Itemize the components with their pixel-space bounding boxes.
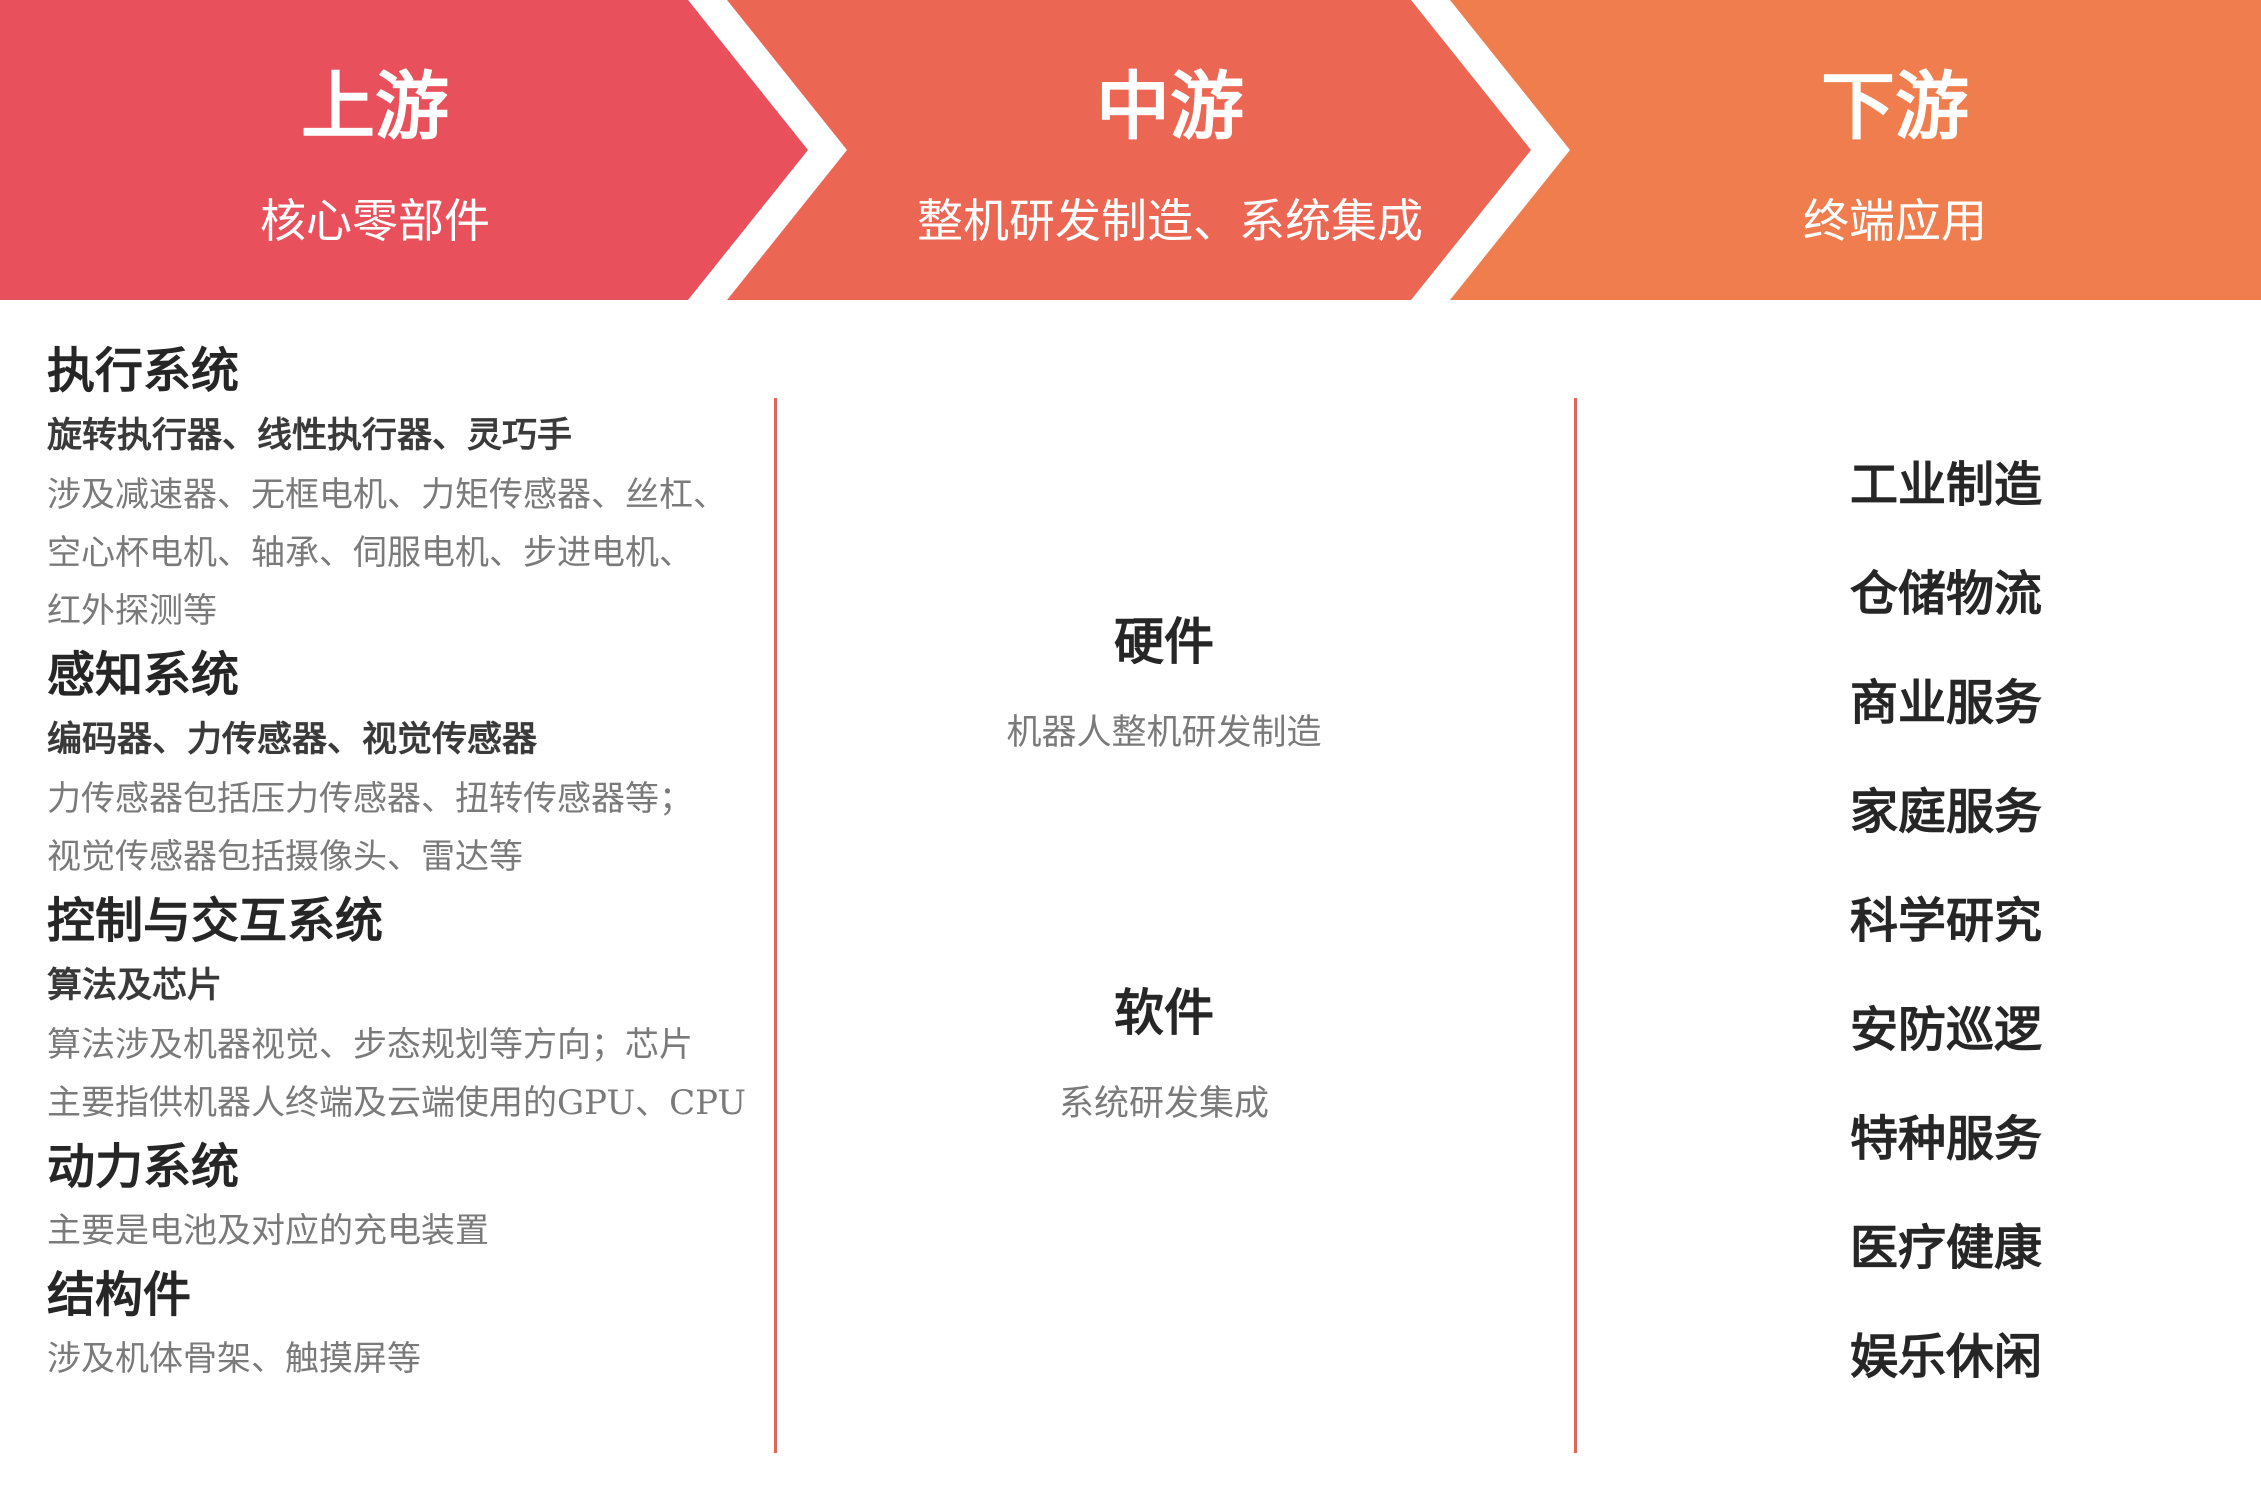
divider-right (1574, 398, 1577, 1453)
section-title: 执行系统 (47, 343, 240, 399)
software-title: 软件 (1114, 983, 1214, 1042)
midstream-software: 软件 系统研发集成 (780, 978, 1548, 1134)
desc-line: 涉及减速器、无框电机、力矩传感器、丝杠、 (47, 475, 727, 515)
midstream-hardware: 硬件 机器人整机研发制造 (780, 607, 1548, 763)
section-title: 控制与交互系统 (47, 893, 384, 949)
downstream-subtitle: 终端应用 (1803, 194, 1987, 248)
section-title: 动力系统 (47, 1139, 240, 1195)
software-description: 系统研发集成 (1058, 1084, 1269, 1124)
section-description: 算法涉及机器视觉、步态规划等方向；芯片 主要指供机器人终端及云端使用的GPU、C… (47, 1016, 777, 1132)
desc-line: 主要指供机器人终端及云端使用的GPU、CPU (47, 1083, 747, 1123)
divider-left (774, 398, 777, 1453)
desc-line: 主要是电池及对应的充电装置 (47, 1211, 489, 1251)
application-item: 商业服务 (1850, 675, 2043, 731)
application-item: 科学研究 (1850, 893, 2043, 949)
section-subtitle: 旋转执行器、线性执行器、灵巧手 (47, 415, 573, 456)
application-item: 医疗健康 (1850, 1220, 2043, 1276)
desc-line: 力传感器包括压力传感器、扭转传感器等； (47, 779, 693, 819)
section-control: 控制与交互系统 算法及芯片 算法涉及机器视觉、步态规划等方向；芯片 主要指供机器… (47, 886, 777, 1132)
section-description: 主要是电池及对应的充电装置 (47, 1202, 777, 1260)
downstream-chevron (1450, 0, 2261, 300)
section-perception: 感知系统 编码器、力传感器、视觉传感器 力传感器包括压力传感器、扭转传感器等； … (47, 640, 777, 886)
application-item: 工业制造 (1850, 457, 2043, 513)
desc-line: 算法涉及机器视觉、步态规划等方向；芯片 (47, 1025, 693, 1065)
upstream-column: 执行系统 旋转执行器、线性执行器、灵巧手 涉及减速器、无框电机、力矩传感器、丝杠… (47, 336, 777, 1388)
section-subtitle: 算法及芯片 (47, 965, 223, 1006)
downstream-column: 工业制造 仓储物流 商业服务 家庭服务 科学研究 安防巡逻 特种服务 医疗健康 … (1850, 449, 2150, 1430)
desc-line: 红外探测等 (47, 591, 217, 631)
application-item: 娱乐休闲 (1850, 1329, 2043, 1385)
section-description: 涉及减速器、无框电机、力矩传感器、丝杠、 空心杯电机、轴承、伺服电机、步进电机、… (47, 466, 777, 640)
desc-line: 空心杯电机、轴承、伺服电机、步进电机、 (47, 533, 693, 573)
section-subtitle: 编码器、力传感器、视觉传感器 (47, 719, 538, 760)
section-structure: 结构件 涉及机体骨架、触摸屏等 (47, 1260, 777, 1388)
application-item: 安防巡逻 (1850, 1002, 2043, 1058)
midstream-chevron (727, 0, 1531, 300)
stage-chevrons (0, 0, 2261, 300)
midstream-title: 中游 (1096, 64, 1244, 150)
hardware-description: 机器人整机研发制造 (1006, 713, 1322, 753)
section-description: 力传感器包括压力传感器、扭转传感器等； 视觉传感器包括摄像头、雷达等 (47, 770, 777, 886)
desc-line: 视觉传感器包括摄像头、雷达等 (47, 837, 523, 877)
upstream-chevron (0, 0, 808, 300)
section-description: 涉及机体骨架、触摸屏等 (47, 1330, 777, 1388)
section-title: 结构件 (47, 1267, 192, 1323)
downstream-title: 下游 (1821, 64, 1969, 150)
application-item: 家庭服务 (1850, 784, 2043, 840)
section-actuation: 执行系统 旋转执行器、线性执行器、灵巧手 涉及减速器、无框电机、力矩传感器、丝杠… (47, 336, 777, 640)
application-item: 特种服务 (1850, 1111, 2043, 1167)
section-power: 动力系统 主要是电池及对应的充电装置 (47, 1132, 777, 1260)
hardware-title: 硬件 (1114, 612, 1214, 671)
upstream-subtitle: 核心零部件 (260, 194, 490, 248)
section-title: 感知系统 (47, 647, 240, 703)
midstream-subtitle: 整机研发制造、系统集成 (917, 194, 1423, 248)
upstream-title: 上游 (301, 64, 449, 150)
application-item: 仓储物流 (1850, 566, 2043, 622)
desc-line: 涉及机体骨架、触摸屏等 (47, 1339, 421, 1379)
